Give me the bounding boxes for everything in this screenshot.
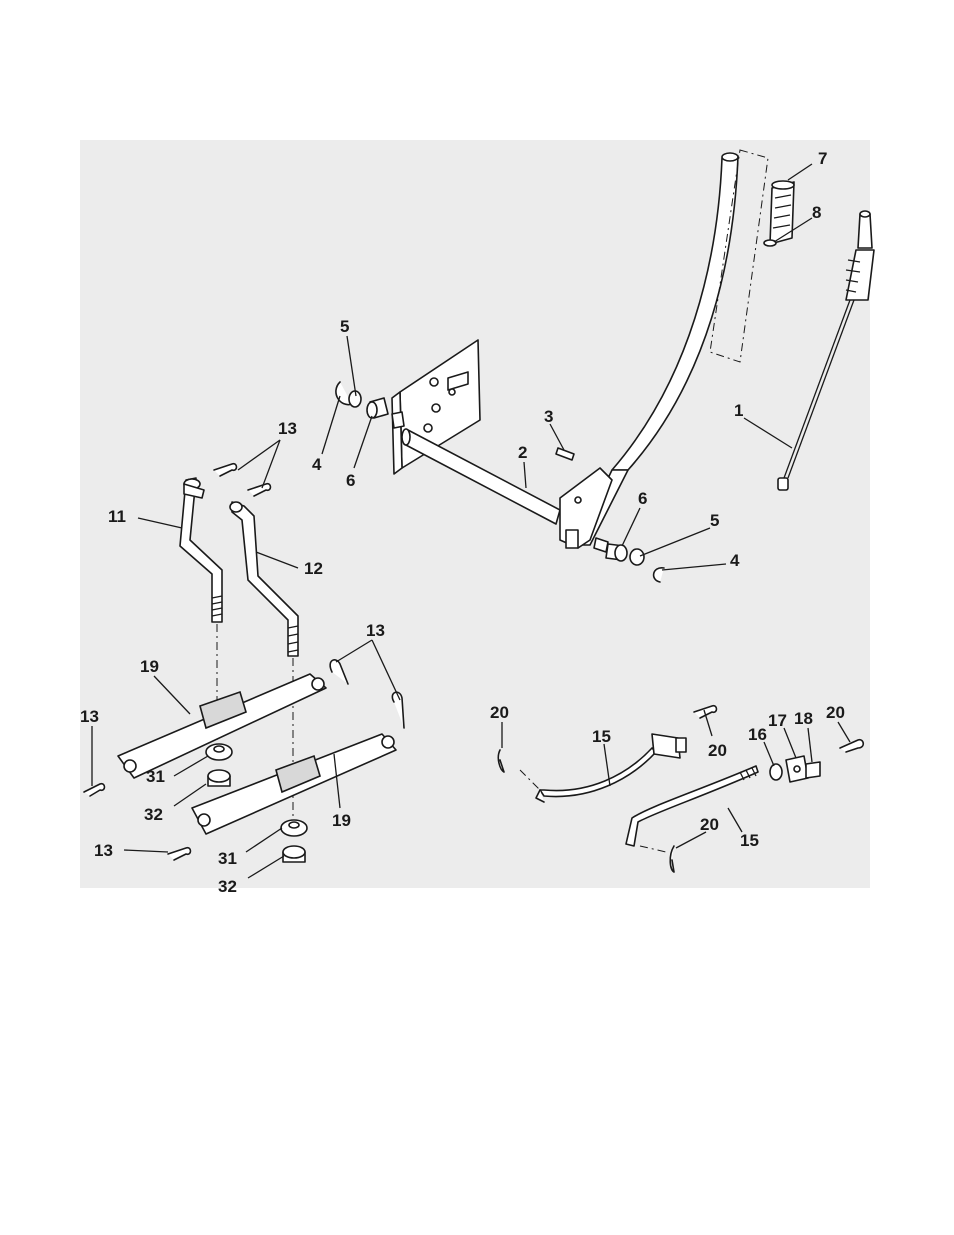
callout-13-left: 13 (80, 707, 99, 726)
lift-link-12 (230, 502, 298, 656)
callout-20-left: 20 (490, 703, 509, 722)
callout-5: 5 (340, 317, 349, 336)
leader-lines (92, 164, 850, 878)
nut-18 (806, 762, 820, 778)
nut-32-upper (208, 770, 230, 786)
right-shaft-hardware (594, 538, 664, 582)
pin (556, 448, 574, 460)
callout-11: 11 (108, 507, 126, 526)
callout-19-lower: 19 (332, 811, 351, 830)
callout-13-top: 13 (278, 419, 297, 438)
callout-16: 16 (748, 725, 767, 744)
callout-31-lower: 31 (218, 849, 237, 868)
callout-6-right: 6 (638, 489, 647, 508)
deck-link-rod-lower (626, 766, 758, 846)
callout-20-center: 20 (708, 741, 727, 760)
callout-15-lower: 15 (740, 831, 759, 850)
callout-1: 1 (734, 401, 743, 420)
callout-4-right: 4 (730, 551, 740, 570)
bushing-31-upper (206, 744, 232, 760)
callout-3: 3 (544, 407, 553, 426)
swivel-17 (786, 756, 808, 782)
callout-13-right: 13 (366, 621, 385, 640)
handle-grip (764, 181, 794, 246)
callout-20-bottom: 20 (700, 815, 719, 834)
callout-12: 12 (304, 559, 323, 578)
callout-32-upper: 32 (144, 805, 163, 824)
callout-31-upper: 31 (146, 767, 165, 786)
callout-2: 2 (518, 443, 527, 462)
callout-32-lower: 32 (218, 877, 237, 896)
callout-6: 6 (346, 471, 355, 490)
push-rod-with-knob (778, 211, 874, 490)
callout-17: 17 (768, 711, 787, 730)
bushing-31-lower (281, 820, 307, 836)
callout-8: 8 (812, 203, 821, 222)
callout-20-right: 20 (826, 703, 845, 722)
callout-13-bottom: 13 (94, 841, 113, 860)
callout-18: 18 (794, 709, 813, 728)
nut-32-lower (283, 846, 305, 862)
lift-link-11 (180, 478, 222, 622)
callout-19-upper: 19 (140, 657, 159, 676)
callout-15-upper: 15 (592, 727, 611, 746)
deck-link-rod-upper (536, 734, 686, 802)
callout-7: 7 (818, 149, 827, 168)
callout-4: 4 (312, 455, 322, 474)
callout-5-right: 5 (710, 511, 719, 530)
lift-shaft (402, 429, 560, 524)
washer-16 (770, 764, 782, 780)
